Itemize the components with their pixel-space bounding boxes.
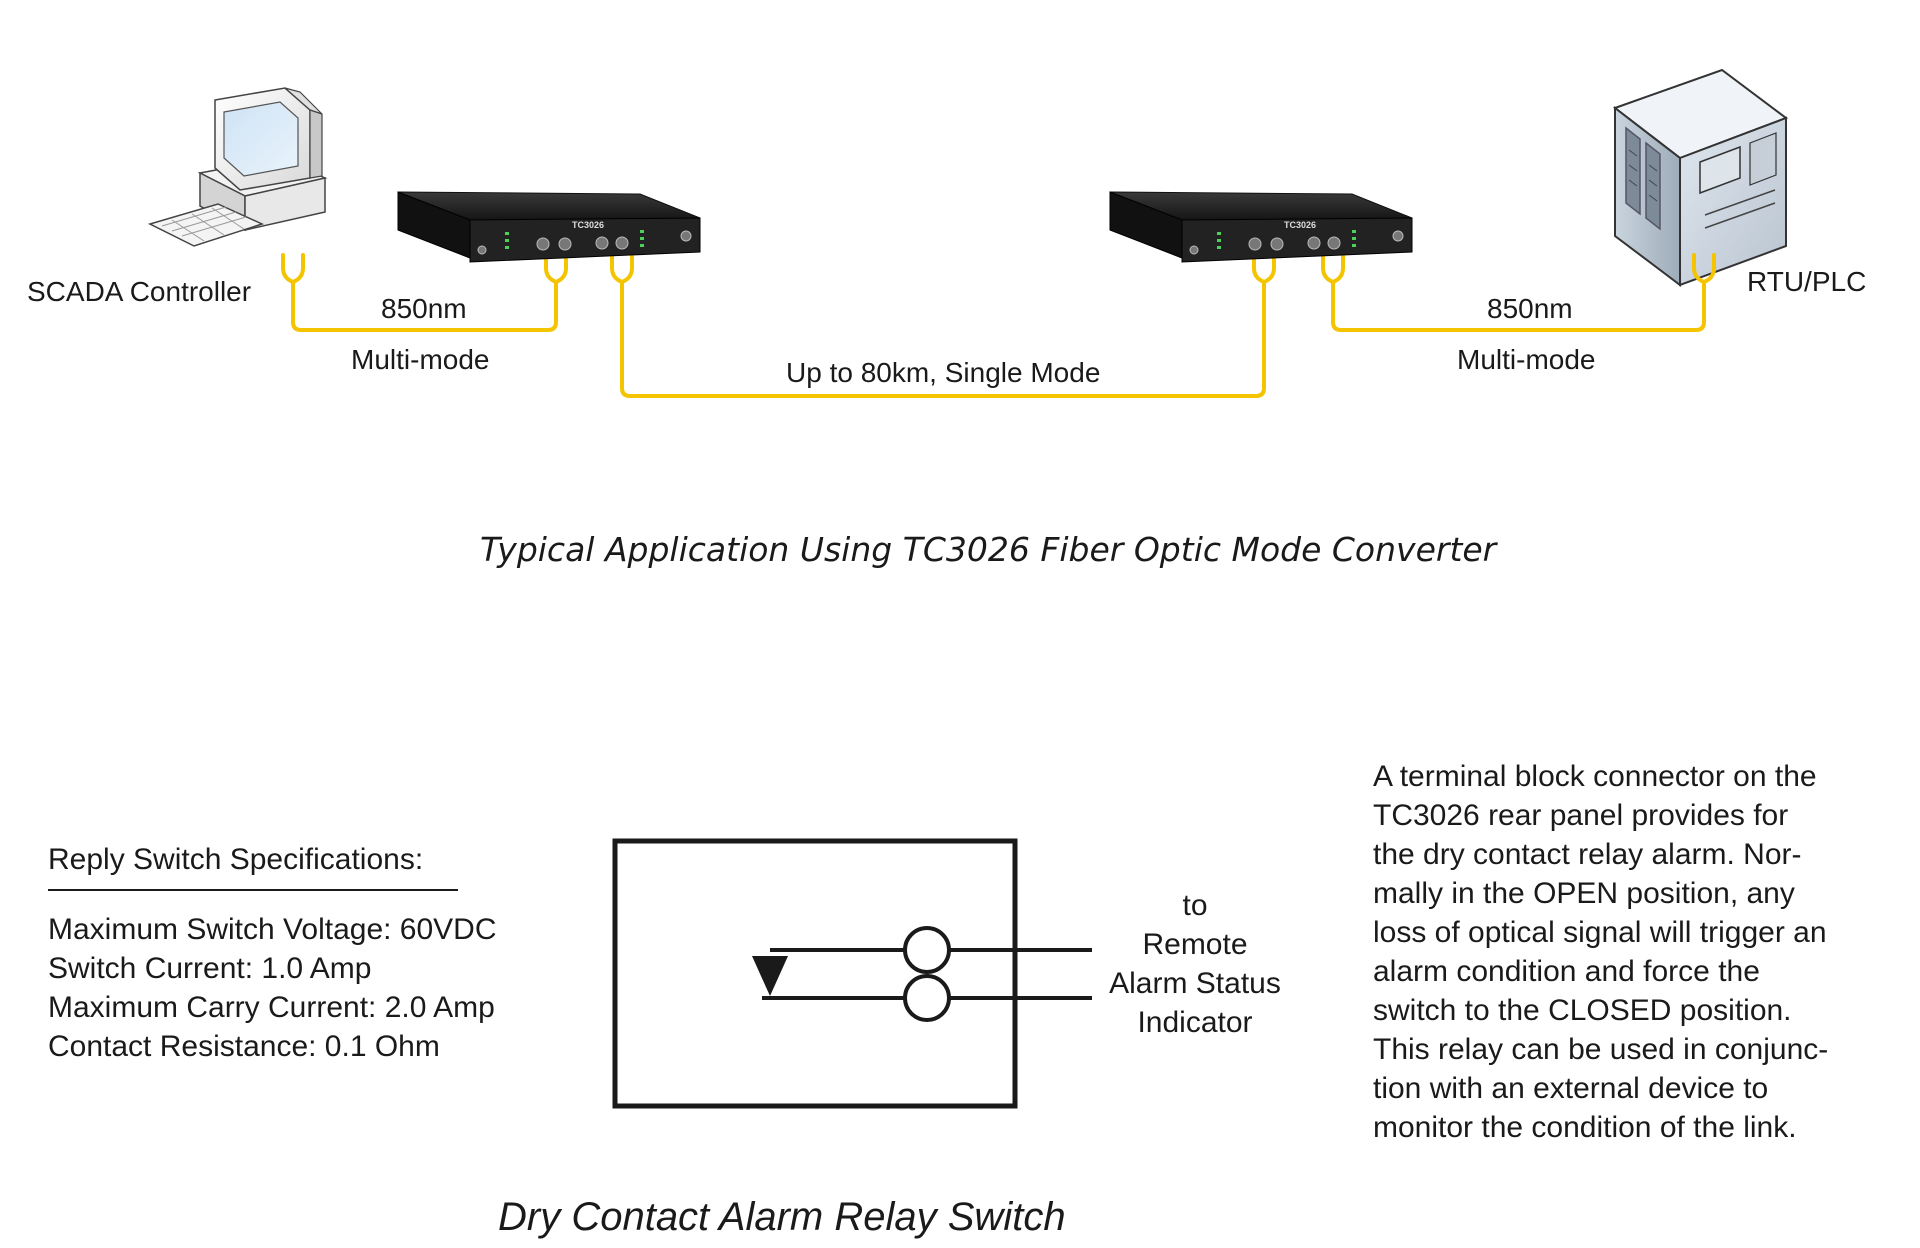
- remote-label-line: Alarm Status: [1109, 967, 1281, 1000]
- specs-list: Maximum Switch Voltage: 60VDC Switch Cur…: [48, 910, 497, 1066]
- scada-controller-label: SCADA Controller: [27, 276, 252, 307]
- converter-left-model: TC3026: [572, 220, 604, 230]
- description-line: A terminal block connector on the: [1373, 760, 1817, 793]
- left-wavelength-label: 850nm: [381, 293, 467, 324]
- left-mode-label: Multi-mode: [351, 344, 490, 375]
- spec-item: Maximum Switch Voltage: 60VDC: [48, 913, 497, 946]
- application-caption: Typical Application Using TC3026 Fiber O…: [480, 530, 1497, 569]
- fiber-left-multimode: [291, 288, 558, 332]
- description-line: the dry contact relay alarm. Nor-: [1373, 838, 1802, 871]
- server-icon: [1612, 68, 1789, 288]
- description-line: loss of optical signal will trigger an: [1373, 916, 1827, 949]
- right-mode-label: Multi-mode: [1457, 344, 1596, 375]
- remote-label-line: Indicator: [1137, 1006, 1253, 1039]
- relay-contact-bottom: [903, 974, 951, 1022]
- single-mode-link-label: Up to 80km, Single Mode: [786, 357, 1101, 388]
- relay-description: A terminal block connector on the TC3026…: [1373, 757, 1893, 1147]
- description-line: alarm condition and force the: [1373, 955, 1760, 988]
- fiber-links: [281, 253, 1716, 398]
- right-wavelength-label: 850nm: [1487, 293, 1573, 324]
- fiber-single-mode: [620, 288, 1266, 398]
- spec-item: Maximum Carry Current: 2.0 Amp: [48, 991, 495, 1024]
- description-line: TC3026 rear panel provides for: [1373, 799, 1789, 832]
- description-line: switch to the CLOSED position.: [1373, 994, 1792, 1027]
- converter-right-model: TC3026: [1284, 220, 1316, 230]
- description-line: mally in the OPEN position, any: [1373, 877, 1795, 910]
- relay-box: [612, 838, 1018, 1109]
- description-line: This relay can be used in conjunc-: [1373, 1033, 1829, 1066]
- spec-item: Contact Resistance: 0.1 Ohm: [48, 1030, 440, 1063]
- relay-diagram: [612, 838, 1092, 1109]
- remote-label-line: Remote: [1142, 928, 1248, 961]
- fiber-right-multimode: [1331, 288, 1706, 332]
- specs-title: Reply Switch Specifications:: [48, 843, 458, 891]
- converter-right: TC3026: [1109, 191, 1413, 263]
- remote-label-line: to: [1182, 889, 1208, 922]
- relay-caption: Dry Contact Alarm Relay Switch: [498, 1195, 1066, 1239]
- computer-icon: [147, 87, 328, 247]
- description-line: tion with an external device to: [1373, 1072, 1769, 1105]
- description-line: monitor the condition of the link.: [1373, 1111, 1797, 1144]
- spec-item: Switch Current: 1.0 Amp: [48, 952, 372, 985]
- relay-contact-top: [903, 926, 951, 974]
- relay-arrow: [752, 956, 788, 996]
- remote-alarm-label: to Remote Alarm Status Indicator: [1085, 886, 1305, 1042]
- rtu-plc-label: RTU/PLC: [1747, 266, 1867, 297]
- converter-left: TC3026: [397, 191, 701, 263]
